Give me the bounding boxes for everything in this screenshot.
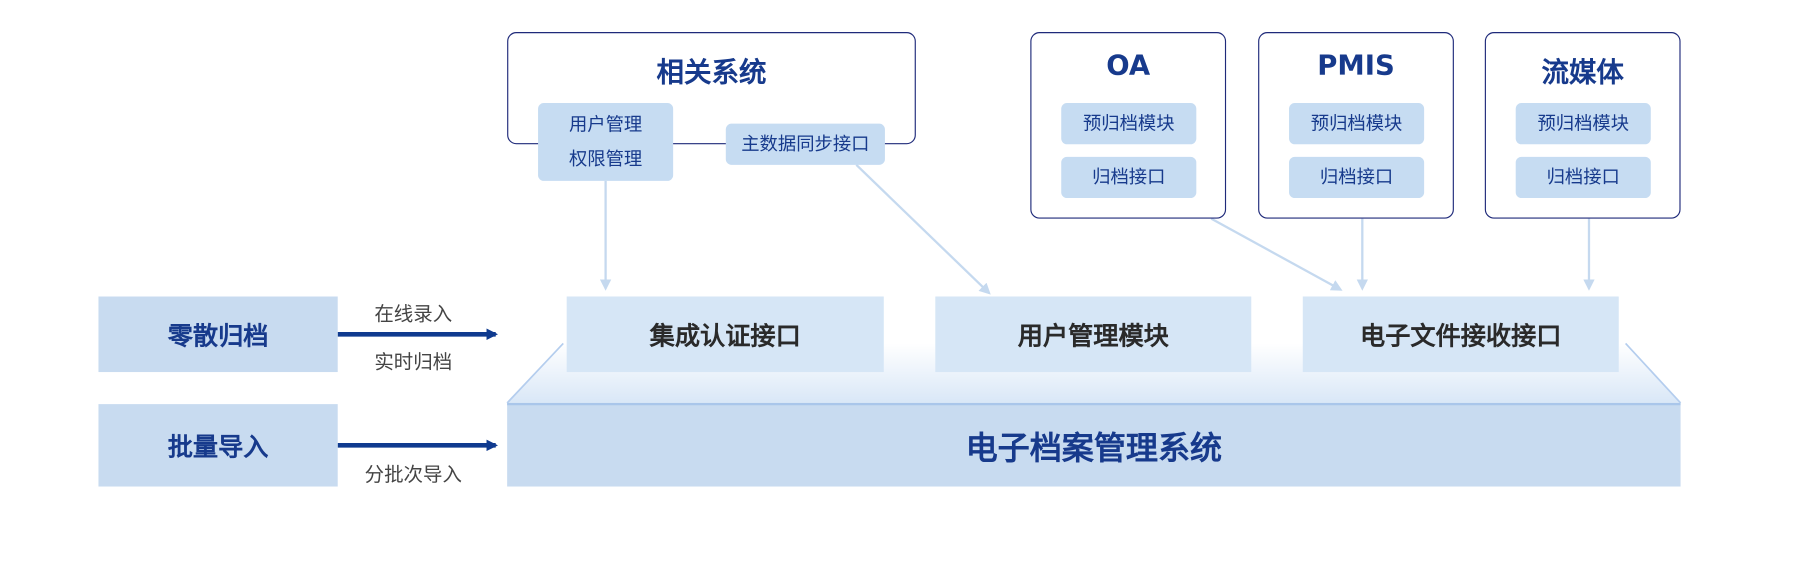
oa-prearchive-module: 预归档模块 [1061,103,1197,145]
scattered-archive-box: 零散归档 [98,296,338,373]
permission-mgmt-label: 权限管理 [568,147,643,170]
related-system-title: 相关系统 [656,56,767,89]
media-system-box: 流媒体 预归档模块 归档接口 [1484,32,1681,219]
pmis-title: PMIS [1317,49,1395,82]
batch-import-label: 分批次导入 [364,463,462,487]
media-prearchive-module: 预归档模块 [1515,103,1651,145]
pmis-system-box: PMIS 预归档模块 归档接口 [1258,32,1454,219]
oa-system-box: OA 预归档模块 归档接口 [1030,32,1227,219]
pmis-prearchive-module: 预归档模块 [1289,103,1425,145]
user-permission-chip: 用户管理 权限管理 [538,103,674,181]
oa-title: OA [1106,49,1151,82]
user-mgmt-module-box: 用户管理模块 [935,296,1252,373]
oa-archive-interface: 归档接口 [1061,156,1197,199]
online-entry-label: 在线录入 [374,303,453,327]
user-mgmt-label: 用户管理 [568,113,643,136]
master-data-chip: 主数据同步接口 [725,123,885,165]
media-title: 流媒体 [1541,56,1624,89]
file-receive-interface-box: 电子文件接收接口 [1302,296,1619,373]
realtime-archive-label: 实时归档 [374,351,453,375]
main-system-bar: 电子档案管理系统 [507,402,1681,487]
batch-import-box: 批量导入 [98,404,338,487]
media-archive-interface: 归档接口 [1515,156,1651,199]
auth-interface-box: 集成认证接口 [566,296,884,373]
arrow-master-data [855,164,991,295]
arrow-oa [1210,217,1343,291]
pmis-archive-interface: 归档接口 [1289,156,1425,199]
